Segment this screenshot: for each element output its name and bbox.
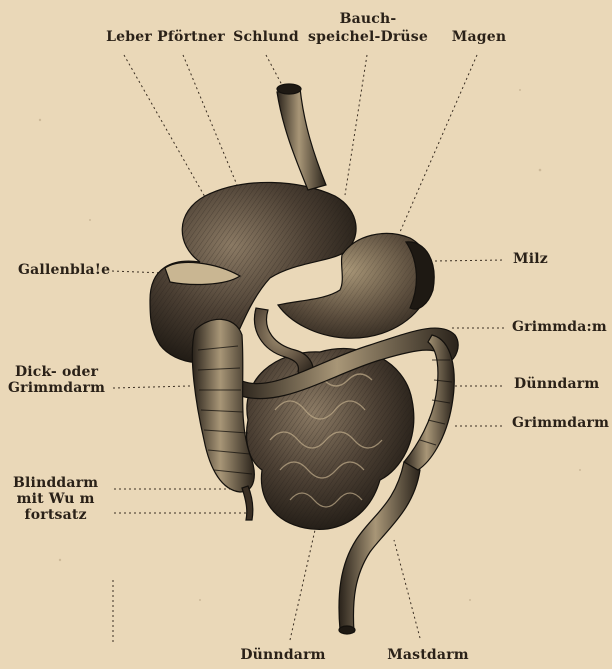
leader-gallenblase [112,271,165,273]
label-bauchspeicheldruse-line2: speichel-Drüse [308,30,428,45]
label-blinddarm: Blinddarm mit Wu m fortsatz [13,476,98,523]
label-gallenblase: Gallenbla!e [18,263,110,278]
leader-schlund [266,55,282,85]
leader-pfortner [183,55,237,185]
appendix [242,486,253,520]
label-blinddarm-line3: fortsatz [13,508,98,523]
label-blinddarm-line1: Blinddarm [13,476,98,491]
label-dunndarm-bottom: Dünndarm [240,648,325,663]
label-bauchspeicheldruse: Bauch- speichel-Drüse [308,12,428,45]
label-blinddarm-line2: mit Wu m [13,492,98,507]
label-bauchspeicheldruse-line1: Bauch- [308,12,428,27]
leader-bauchspeicheldruse [345,55,367,195]
leader-milz [435,260,505,261]
label-dunndarm-right: Dünndarm [514,377,599,392]
esophagus-tube [277,88,326,190]
organ-illustration [150,84,458,634]
label-grimmdarm-right: Grimmdarm [512,416,609,431]
ascending-colon [192,319,254,492]
label-mastdarm: Mastdarm [387,648,469,663]
leader-mastdarm [394,540,420,638]
label-dick-oder-grimmdarm-line2: Grimmdarm [8,381,105,396]
label-milz: Milz [513,252,548,267]
leader-magen [400,55,477,232]
label-dick-oder-grimmdarm: Dick- oder Grimmdarm [8,365,105,396]
leader-leber [124,55,205,197]
label-pfortner: Pförtner [157,30,225,45]
label-schlund: Schlund [233,30,299,45]
leader-dick-oder-grimmdarm [113,386,190,388]
leader-dunndarm-bottom [290,530,315,640]
label-grimmdarm-upper: Grimmda:m [512,320,607,335]
label-dick-oder-grimmdarm-line1: Dick- oder [8,365,105,380]
label-leber: Leber [106,30,152,45]
label-magen: Magen [452,30,506,45]
